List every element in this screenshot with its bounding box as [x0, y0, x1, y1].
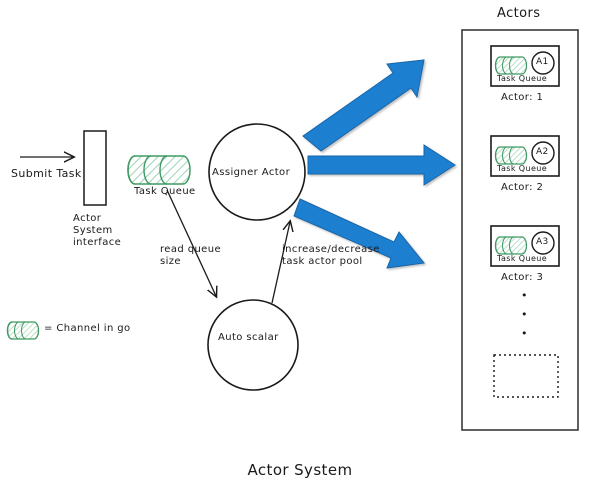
assigner-actor-label: Assigner Actor [212, 167, 291, 178]
diagram-title: Actor System [247, 461, 353, 479]
ellipsis-dot-1: • [521, 289, 528, 302]
ellipsis-dot-2: • [521, 308, 528, 321]
increase-decrease-edge [271, 222, 290, 304]
assign-arrow-actor-1 [302, 59, 425, 152]
actor-1-queue-label: Task Queue [497, 74, 548, 83]
ellipsis-dot-3: • [521, 327, 528, 340]
assigner-actor-shape [208, 123, 306, 221]
auto-scalar-label: Auto scalar [218, 332, 279, 343]
actor-1-badge: A1 [536, 57, 549, 67]
actor-2-badge: A2 [536, 147, 549, 157]
legend-label: = Channel in go [44, 323, 131, 334]
actor-2-queue-label: Task Queue [497, 164, 548, 173]
auto-scalar-shape [207, 299, 299, 391]
actor-3-caption: Actor: 3 [501, 272, 544, 283]
actor-1-caption: Actor: 1 [501, 92, 544, 103]
actor-3-queue-label: Task Queue [497, 254, 548, 263]
actor-system-interface-label: Actor System interface [73, 213, 122, 248]
actor-3-badge: A3 [536, 237, 549, 247]
actors-panel-title: Actors [497, 6, 541, 21]
assign-arrow-actor-2 [307, 144, 456, 186]
read-queue-size-edge [166, 189, 216, 296]
actor-card-3-shape [490, 225, 560, 267]
actor-placeholder-slot [493, 354, 559, 398]
actor-2-caption: Actor: 2 [501, 182, 544, 193]
actor-card-2-shape [490, 135, 560, 177]
increase-decrease-label: increase/decrease task actor pool [282, 244, 380, 267]
submit-task-label: Submit Task [11, 167, 82, 180]
actor-system-interface-shape [83, 130, 107, 206]
read-queue-size-label: read queue size [160, 244, 222, 267]
assign-arrow-actor-3 [293, 198, 425, 269]
actor-card-1-shape [490, 45, 560, 87]
legend-channel-glyph [6, 321, 40, 340]
task-queue-label: Task Queue [134, 186, 196, 197]
task-queue-cylinder [127, 155, 191, 185]
